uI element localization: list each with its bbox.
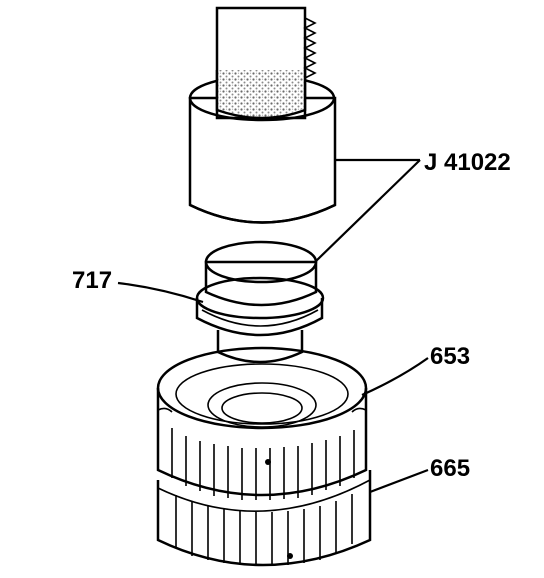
callout-717: 717 — [72, 267, 112, 294]
leader-lines — [117, 158, 429, 494]
clutch-drum-665 — [156, 459, 372, 567]
callout-665: 665 — [430, 455, 470, 482]
leader-653 — [361, 357, 429, 397]
callout-653: 653 — [430, 343, 470, 370]
leader-717 — [117, 281, 204, 304]
installer-plug — [204, 240, 318, 307]
leader-665 — [369, 468, 429, 494]
seal-717 — [195, 276, 325, 364]
installer-cup — [188, 70, 337, 224]
callout-j41022: J 41022 — [424, 149, 511, 176]
leader-j41022-lower — [314, 159, 421, 263]
clutch-drum-653 — [156, 346, 368, 500]
